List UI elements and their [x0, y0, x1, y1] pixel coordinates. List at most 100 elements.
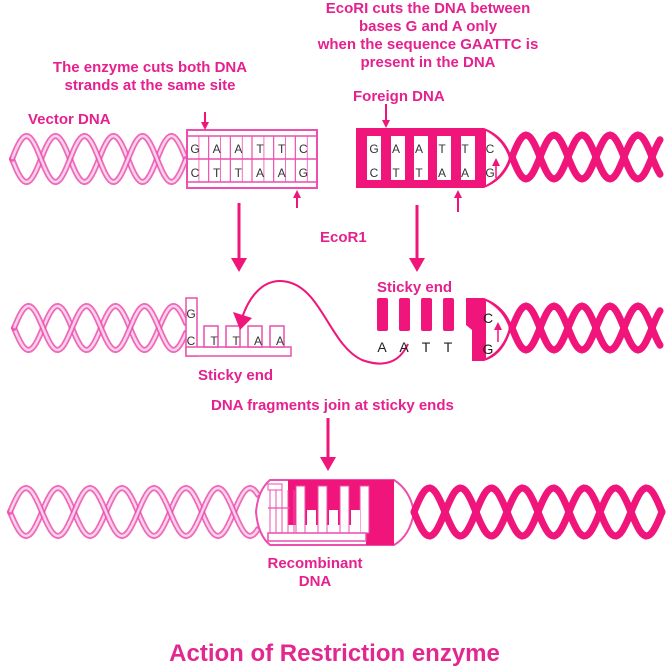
base-letter: A: [461, 166, 469, 180]
base-letter: T: [256, 142, 264, 156]
base-letter: G: [369, 142, 378, 156]
base-letter: A: [256, 166, 264, 180]
foreign-dna-label: Foreign DNA: [353, 88, 445, 105]
join-note: DNA fragments join at sticky ends: [211, 397, 454, 414]
tooth-gap: [432, 309, 443, 333]
down-arrow-vector: [231, 203, 247, 272]
base-letter: T: [422, 339, 431, 355]
dna-strand: [410, 484, 666, 540]
joined-gap: [307, 510, 316, 533]
strand-highlight: [8, 486, 260, 538]
strand-highlight: [12, 304, 188, 352]
base-letter: C: [299, 142, 308, 156]
base-letter: G: [186, 307, 195, 321]
dna-strand: [508, 131, 664, 183]
base-letter: T: [232, 334, 240, 348]
joining-curve-arrow: [233, 280, 409, 365]
sticky-end-right-label: Sticky end: [377, 279, 453, 296]
base-letter: G: [485, 166, 494, 180]
base-letter: A: [276, 334, 284, 348]
base-letter: T: [438, 142, 446, 156]
vector-cut-helix: [11, 302, 189, 354]
tooth-gap: [410, 309, 421, 333]
recombinant-foreign-helix: [410, 484, 666, 540]
joined-base-pair: [339, 485, 350, 534]
ecori-note-line-1: EcoRI cuts the DNA between: [325, 0, 531, 17]
base-letter: A: [415, 142, 423, 156]
joined-base-pair: [317, 485, 328, 534]
sticky-stub: [225, 325, 241, 348]
ecori-note: EcoRI cuts the DNA between bases G and A…: [298, 0, 558, 72]
base-letter: A: [254, 334, 262, 348]
base-letter: C: [483, 310, 493, 326]
base-letter: T: [213, 166, 221, 180]
sticky-stub: [247, 325, 263, 348]
base-letter: G: [299, 166, 308, 180]
recombinant-vector-helix: [7, 484, 261, 540]
dna-strand: [508, 302, 664, 354]
base-letter: A: [278, 166, 286, 180]
sticky-tooth: [377, 298, 388, 331]
sticky-tooth: [421, 298, 432, 331]
base-letter: C: [187, 334, 196, 348]
ecori-note-line-4: present in the DNA: [360, 54, 496, 71]
base-letter: C: [486, 142, 495, 156]
base-letter: A: [438, 166, 446, 180]
ecori-note-line-3: when the sequence GAATTC is: [317, 36, 539, 53]
base-letter: T: [210, 334, 218, 348]
sticky-stub: [203, 325, 219, 348]
base-letter: G: [190, 142, 199, 156]
base-letter: T: [392, 166, 400, 180]
base-cell: [367, 136, 381, 180]
base-letter: T: [278, 142, 286, 156]
enzyme-note: The enzyme cuts both DNA strands at the …: [40, 59, 260, 95]
sticky-tooth: [443, 298, 454, 331]
down-arrow-foreign: [409, 205, 425, 272]
base-letter: T: [235, 166, 243, 180]
base-cell: [414, 136, 428, 180]
joined-base-pair: [359, 485, 370, 534]
base-letter: C: [191, 166, 200, 180]
base-letter: A: [399, 339, 409, 355]
base-cell: [391, 136, 405, 180]
base-letter: T: [461, 142, 469, 156]
vector-dna-helix: [9, 132, 189, 186]
joined-gap: [329, 510, 338, 533]
base-letter: A: [234, 142, 242, 156]
base-cell: [437, 136, 451, 180]
tooth-gap: [388, 309, 399, 333]
base-cell: [461, 136, 475, 180]
enzyme-name-label: EcoR1: [320, 229, 367, 246]
joined-base-pair: [295, 485, 306, 534]
foreign-dna-helix: [508, 131, 664, 183]
strand-highlight: [10, 134, 188, 184]
enzyme-note-line-1: The enzyme cuts both DNA: [52, 59, 248, 76]
tooth-gap: [454, 309, 465, 333]
sticky-end-left-label: Sticky end: [198, 367, 274, 384]
base-letter: T: [444, 339, 453, 355]
recombinant-junction: [254, 479, 416, 546]
base-letter: T: [415, 166, 423, 180]
base-letter: A: [213, 142, 221, 156]
base-letter: C: [370, 166, 379, 180]
vector-dna-label: Vector DNA: [28, 111, 111, 128]
sticky-tooth: [399, 298, 410, 331]
down-arrow-join: [320, 418, 336, 471]
base-letter: A: [392, 142, 400, 156]
joined-gap: [351, 510, 360, 533]
base-letter: A: [377, 339, 387, 355]
ecori-note-line-2: bases G and A only: [358, 18, 498, 35]
strand-highlight: [8, 486, 260, 538]
dna-strand: [508, 302, 664, 354]
sticky-stub: [269, 325, 285, 348]
recombinant-label: Recombinant DNA: [250, 555, 380, 591]
dna-strand: [508, 131, 664, 183]
foreign-cut-helix: [508, 302, 664, 354]
base-letter: G: [483, 341, 494, 357]
enzyme-note-line-2: strands at the same site: [64, 77, 236, 94]
